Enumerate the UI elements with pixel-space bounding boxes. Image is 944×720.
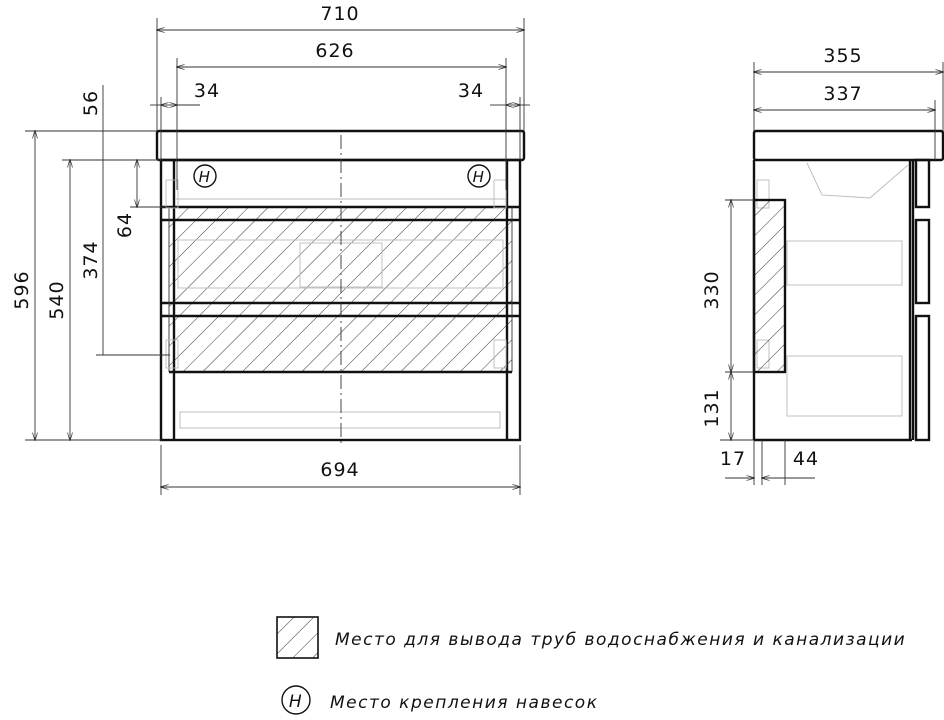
front-view: H H 710 [11, 3, 530, 495]
legend-hanger-symbol: H [289, 692, 303, 712]
pipe-outlet-zone [169, 207, 512, 372]
legend-pipes-label: Место для вывода труб водоснабжения и ка… [335, 630, 906, 650]
side-view: 355 337 330 131 17 44 [701, 45, 944, 485]
cabinet-body [159, 158, 522, 442]
dim-top-zone: 64 [114, 212, 136, 238]
dim-inner-width: 626 [315, 40, 354, 62]
hanger-mark-label: H [199, 168, 212, 186]
dim-mount-height: 374 [80, 240, 102, 279]
dim-overall-height: 596 [11, 270, 33, 309]
hanger-symbol-icon [281, 685, 311, 715]
hanger-mark-right: H [467, 164, 491, 188]
hanger-mark-label: H [473, 168, 486, 186]
dim-body-width: 694 [320, 459, 359, 481]
dim-left-offset: 34 [194, 80, 220, 102]
dim-bottom-offset: 131 [701, 388, 723, 427]
dim-zone-depth: 44 [793, 448, 819, 470]
dim-overall-depth: 355 [823, 45, 862, 67]
dim-body-depth: 337 [823, 83, 862, 105]
side-countertop [752, 129, 944, 162]
dim-body-height: 540 [46, 280, 68, 319]
legend: Место для вывода труб водоснабжения и ка… [276, 616, 906, 715]
hatch-swatch [277, 617, 318, 658]
dim-overall-width: 710 [320, 3, 359, 25]
hanger-mark-left: H [193, 164, 217, 188]
dim-zone-height: 330 [701, 270, 723, 309]
countertop [155, 129, 526, 162]
legend-hanger-label: Место крепления навесок [330, 693, 598, 713]
dim-wall-gap: 17 [720, 448, 746, 470]
dim-top-thickness: 56 [80, 90, 102, 116]
dim-right-offset: 34 [458, 80, 484, 102]
side-pipe-outlet-zone [754, 200, 785, 372]
